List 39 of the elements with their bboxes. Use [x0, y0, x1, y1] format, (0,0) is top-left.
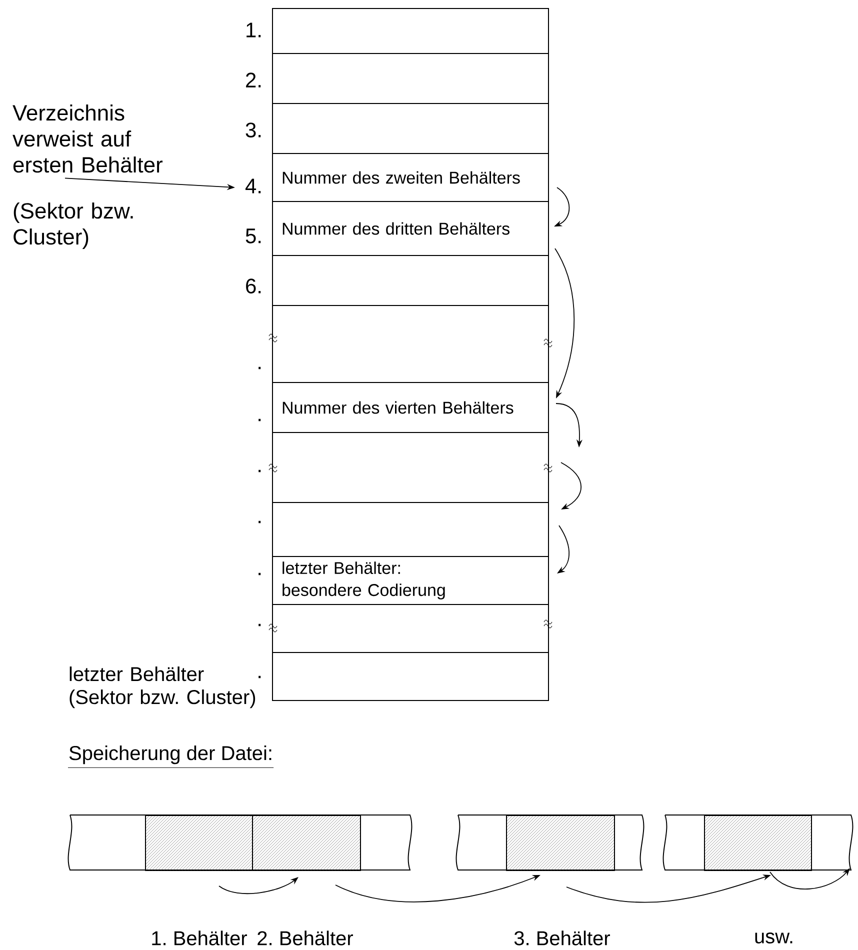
- hatched-block: [145, 815, 253, 871]
- row-number: .: [258, 572, 261, 576]
- row-number: .: [258, 624, 261, 626]
- section-heading: Speicherung der Datei:: [68, 746, 274, 768]
- empty-row: [272, 8, 549, 54]
- row-number: .: [258, 366, 261, 370]
- empty-row: [272, 432, 549, 503]
- row-number: 5.: [246, 228, 261, 244]
- block-caption: 1. Behälter: [152, 930, 247, 946]
- row-number: 1.: [246, 22, 261, 38]
- empty-row: [272, 305, 549, 383]
- row-number: .: [258, 676, 261, 678]
- row-number: 3.: [246, 122, 261, 138]
- row-number: 6.: [246, 278, 261, 294]
- block-caption: usw.: [755, 932, 792, 944]
- hatched-block: [506, 815, 615, 871]
- block-caption: 2. Behälter: [258, 930, 353, 946]
- block-caption: 3. Behälter: [514, 930, 610, 946]
- empty-row: [272, 604, 549, 653]
- empty-row: [272, 53, 549, 104]
- row-number: 4.: [245, 178, 261, 194]
- empty-row: [272, 652, 549, 701]
- empty-row: [272, 103, 549, 154]
- text-row: Nummer des dritten Behälters: [272, 201, 549, 256]
- annotation-text: letzter Behälter (Sektor bzw. Cluster): [70, 666, 256, 708]
- arrow: [560, 462, 582, 510]
- row-number: .: [258, 418, 261, 422]
- row-number: 2.: [246, 72, 261, 88]
- row-number: .: [258, 470, 261, 472]
- text-row: letzter Behälter: besondere Codierung: [272, 556, 549, 605]
- text-row: Nummer des zweiten Behälters: [272, 153, 549, 202]
- hatched-block: [252, 815, 361, 871]
- annotation-text: Verzeichnis verweist auf ersten Behälter: [12, 104, 163, 173]
- hatched-block: [704, 815, 812, 871]
- text-row: Nummer des vierten Behälters: [272, 382, 549, 433]
- row-number: .: [258, 520, 261, 524]
- empty-row: [272, 255, 549, 306]
- annotation-text: (Sektor bzw. Cluster): [14, 202, 133, 249]
- empty-row: [272, 502, 549, 557]
